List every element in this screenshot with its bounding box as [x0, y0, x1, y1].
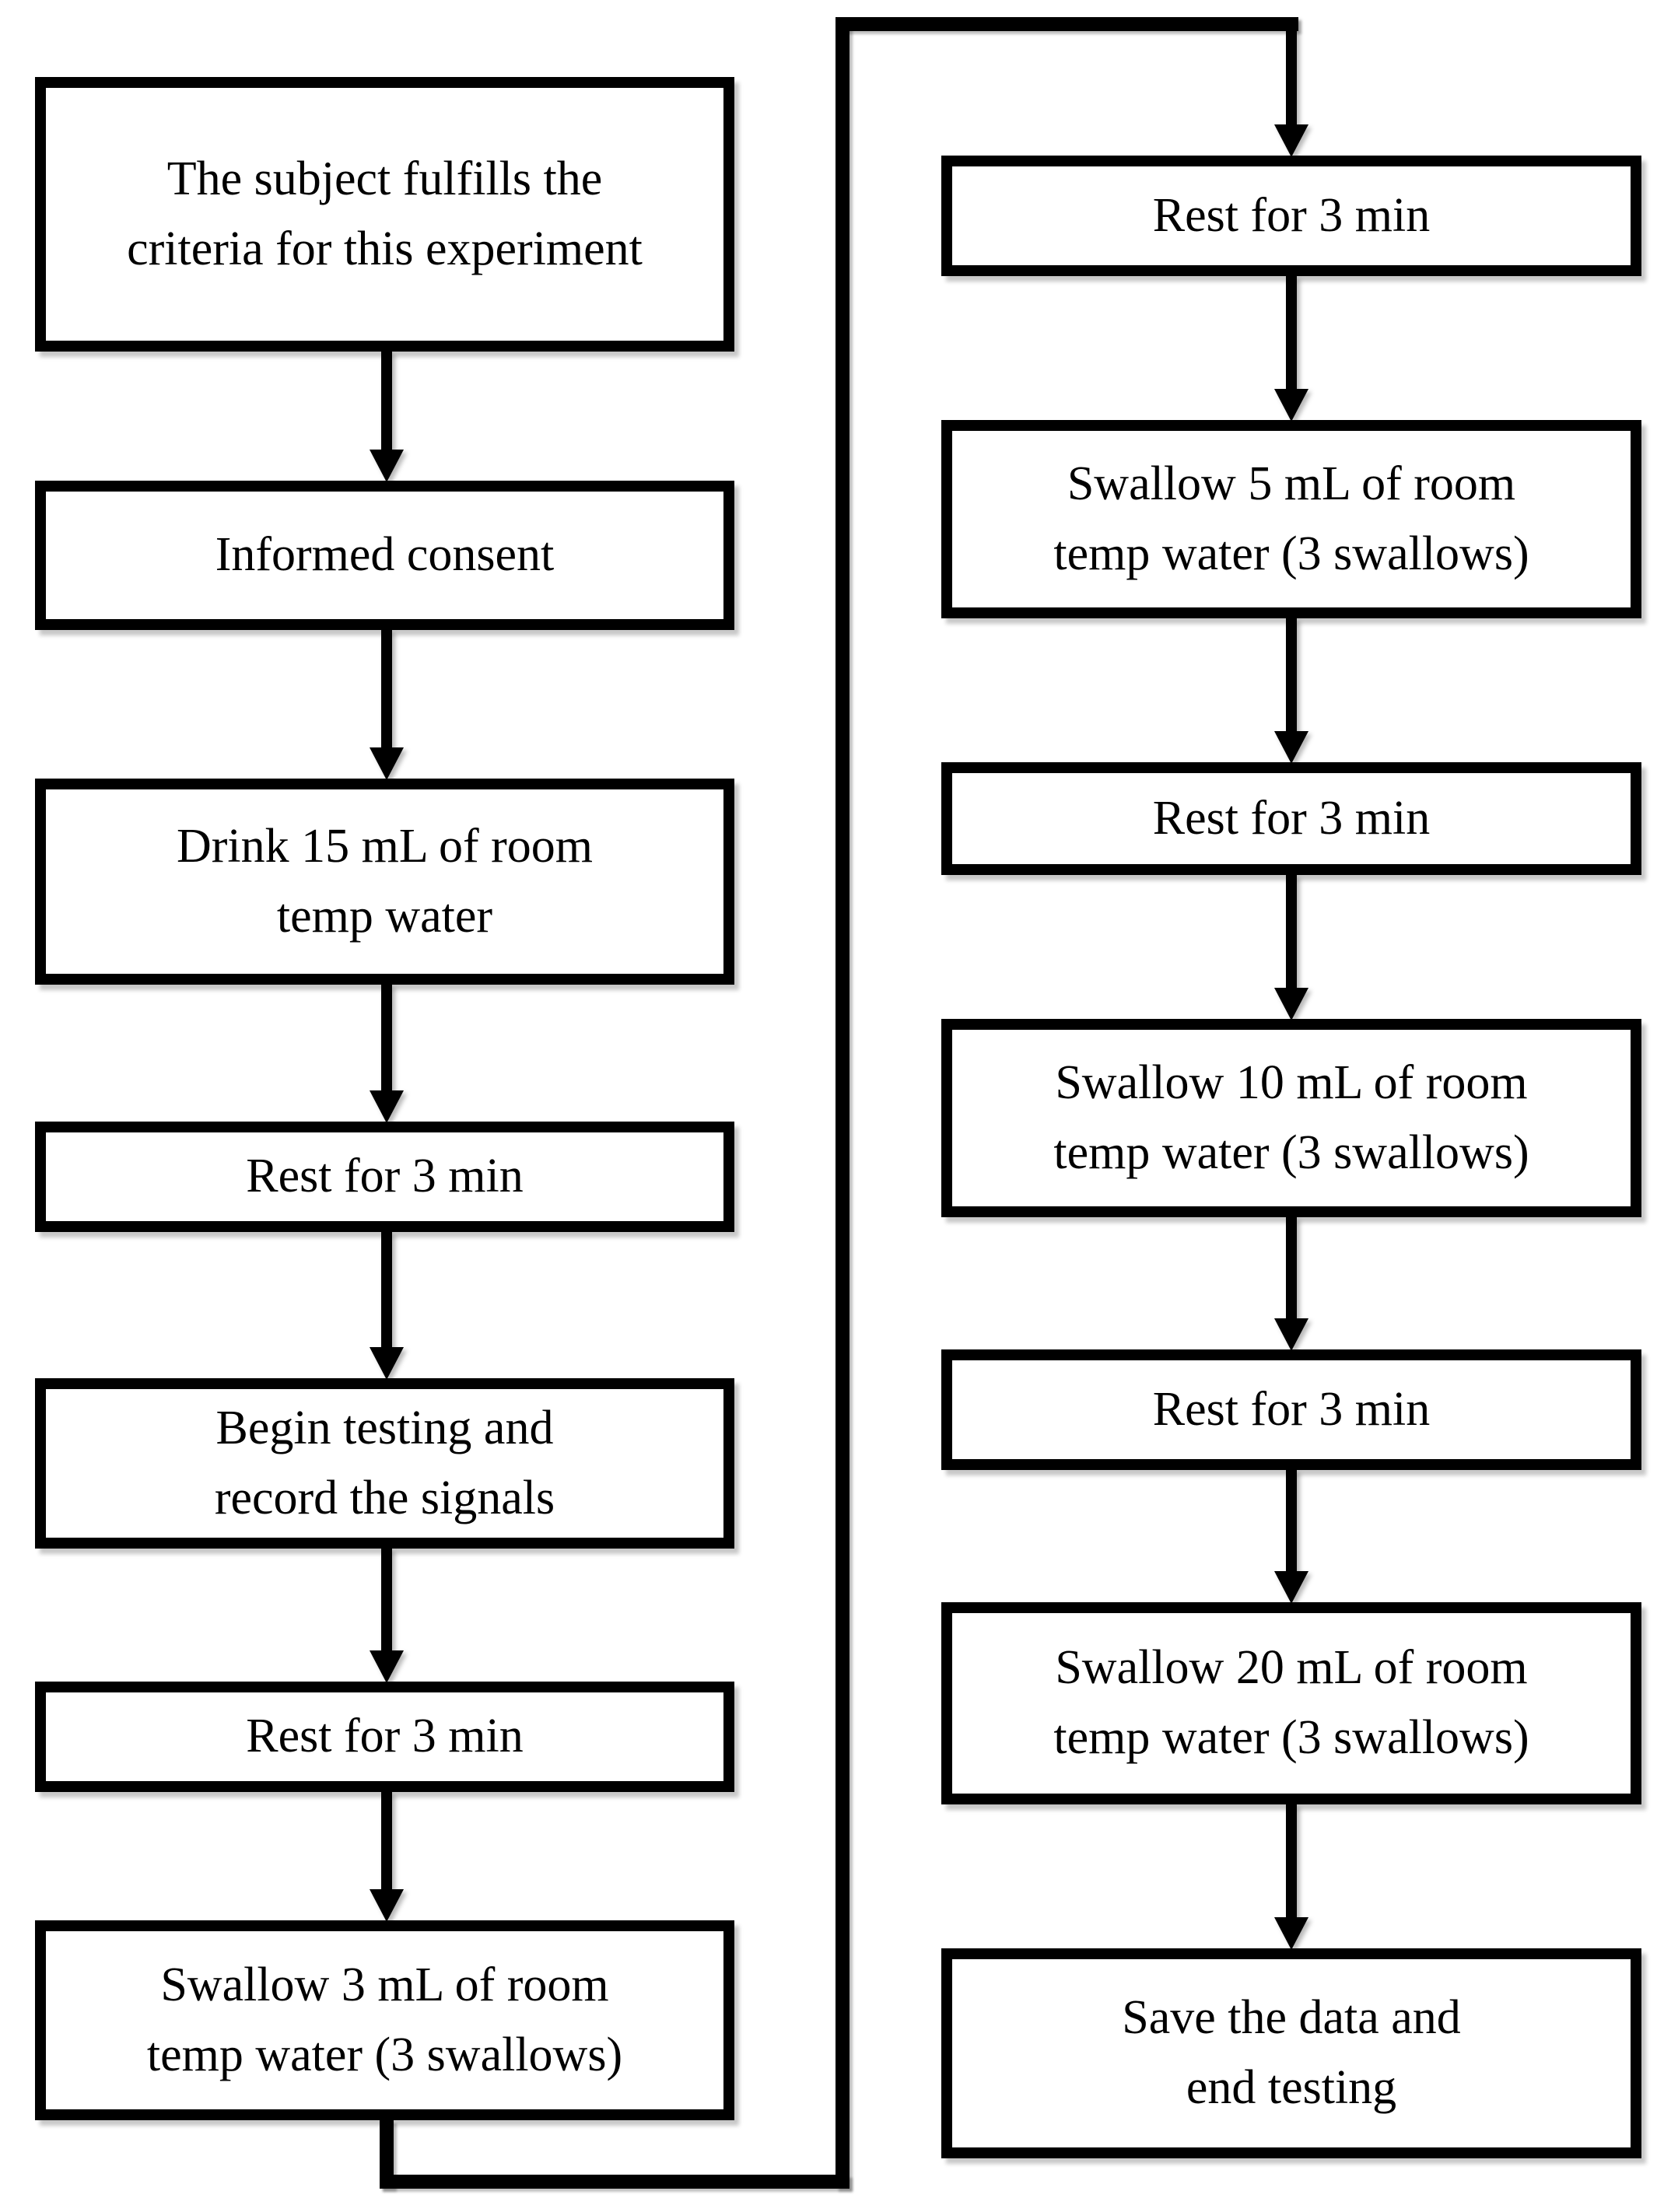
- step-text-line: temp water: [276, 889, 493, 943]
- step-text-line: Rest for 3 min: [246, 1150, 524, 1203]
- arrow-l6-l7: [381, 1792, 392, 1889]
- arrow-r4-r5: [1286, 1217, 1297, 1318]
- step-text-line: Swallow 5 mL of room: [1067, 457, 1516, 510]
- step-text-line: Rest for 3 min: [1152, 1382, 1431, 1436]
- step-subject-criteria: The subject fulfills the criteria for th…: [35, 77, 734, 352]
- step-text-line: Informed consent: [215, 528, 555, 582]
- step-text-line: Swallow 20 mL of room: [1055, 1641, 1528, 1695]
- arrow-connector-r1: [1286, 17, 1297, 124]
- arrow-l4-l5: [381, 1232, 392, 1347]
- arrow-r5-r6: [1286, 1470, 1297, 1571]
- step-text-line: Rest for 3 min: [246, 1710, 524, 1763]
- step-begin-testing: Begin testing and record the signals: [35, 1378, 734, 1549]
- arrow-r6-r7: [1286, 1804, 1297, 1917]
- step-save-data: Save the data and end testing: [941, 1948, 1641, 2158]
- step-text-line: temp water (3 swallows): [1053, 1125, 1529, 1179]
- step-text-line: The subject fulfills the: [166, 152, 603, 205]
- arrow-r3-r4: [1286, 875, 1297, 988]
- step-rest-5: Rest for 3 min: [941, 1349, 1641, 1470]
- step-rest-4: Rest for 3 min: [941, 762, 1641, 875]
- arrow-l1-l2: [381, 352, 392, 450]
- arrow-l3-l4: [381, 985, 392, 1090]
- connector-vertical-riser: [836, 17, 850, 2189]
- step-text-line: Swallow 10 mL of room: [1055, 1055, 1528, 1109]
- step-text-line: temp water (3 swallows): [146, 2028, 623, 2081]
- step-text-line: end testing: [1186, 2061, 1397, 2114]
- step-swallow-20ml: Swallow 20 mL of room temp water (3 swal…: [941, 1602, 1641, 1804]
- step-text-line: Rest for 3 min: [1152, 791, 1431, 845]
- step-text-line: record the signals: [214, 1471, 555, 1524]
- arrow-l5-l6: [381, 1549, 392, 1650]
- step-text-line: Rest for 3 min: [1152, 188, 1431, 242]
- step-swallow-10ml: Swallow 10 mL of room temp water (3 swal…: [941, 1019, 1641, 1217]
- connector-bottom-horizontal: [380, 2175, 850, 2189]
- step-text-line: Drink 15 mL of room: [177, 819, 593, 873]
- step-text-line: Swallow 3 mL of room: [160, 1958, 609, 2011]
- arrow-r2-r3: [1286, 618, 1297, 731]
- step-text-line: Save the data and: [1122, 1991, 1461, 2045]
- step-text-line: criteria for this experiment: [127, 222, 643, 275]
- step-rest-3: Rest for 3 min: [941, 156, 1641, 276]
- step-swallow-3ml: Swallow 3 mL of room temp water (3 swall…: [35, 1920, 734, 2120]
- arrow-r1-r2: [1286, 276, 1297, 389]
- connector-left-drop: [380, 2120, 394, 2189]
- step-rest-1: Rest for 3 min: [35, 1122, 734, 1232]
- step-informed-consent: Informed consent: [35, 481, 734, 630]
- step-text-line: temp water (3 swallows): [1053, 1711, 1529, 1764]
- arrow-l2-l3: [381, 630, 392, 747]
- step-drink-15ml: Drink 15 mL of room temp water: [35, 779, 734, 985]
- connector-top-horizontal: [836, 17, 1298, 31]
- step-swallow-5ml: Swallow 5 mL of room temp water (3 swall…: [941, 420, 1641, 618]
- step-text-line: temp water (3 swallows): [1053, 527, 1529, 580]
- step-text-line: Begin testing and: [215, 1401, 554, 1454]
- step-rest-2: Rest for 3 min: [35, 1682, 734, 1792]
